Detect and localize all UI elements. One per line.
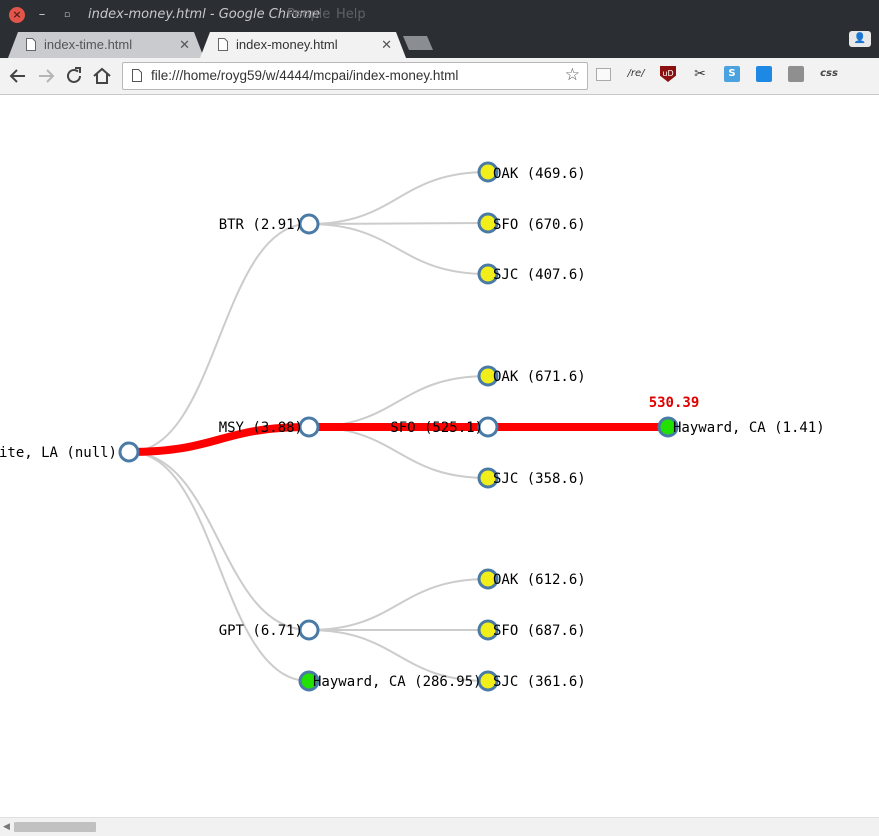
- s-ext-icon[interactable]: S: [724, 66, 740, 82]
- menu-help[interactable]: Help: [336, 7, 366, 22]
- node-gpt-oak[interactable]: [477, 568, 499, 590]
- label-gpt-oak: OAK (612.6): [493, 572, 586, 588]
- link-btr-sjc: [308, 223, 489, 275]
- label-msy-oak: OAK (671.6): [493, 369, 586, 385]
- label-btr-sfo: SFO (670.6): [493, 217, 586, 233]
- title-bar: × – ▫ index-money.html - Google Chrome P…: [0, 0, 879, 30]
- close-window-icon[interactable]: ×: [9, 7, 25, 23]
- menu-people[interactable]: People: [287, 7, 331, 22]
- bookmark-star-icon[interactable]: ☆: [564, 65, 580, 85]
- minimize-window-icon[interactable]: –: [38, 7, 46, 22]
- reader-mode-icon[interactable]: [596, 68, 611, 81]
- node-msy[interactable]: [298, 416, 320, 438]
- tree-labels: ite, LA (null) BTR (2.91) MSY (3.88) GPT…: [0, 166, 825, 690]
- page-content: ite, LA (null) BTR (2.91) MSY (3.88) GPT…: [0, 95, 879, 817]
- window-ext-icon[interactable]: [756, 66, 772, 82]
- tree-links: [128, 171, 489, 682]
- label-root: ite, LA (null): [0, 445, 117, 461]
- node-gpt-sjc[interactable]: [477, 670, 499, 692]
- browser-toolbar: file:///home/royg59/w/4444/mcpai/index-m…: [0, 58, 879, 95]
- node-msy-oak[interactable]: [477, 365, 499, 387]
- css-ext-icon[interactable]: css: [820, 68, 838, 79]
- ublock-icon[interactable]: uD: [660, 66, 676, 82]
- document-icon: [218, 38, 228, 51]
- node-msy-sjc[interactable]: [477, 467, 499, 489]
- label-gpt: GPT (6.71): [219, 623, 303, 639]
- maximize-window-icon[interactable]: ▫: [63, 10, 71, 20]
- reload-icon[interactable]: [62, 64, 86, 88]
- label-btr: BTR (2.91): [219, 217, 303, 233]
- horizontal-scrollbar[interactable]: ◀: [0, 817, 879, 836]
- url-text[interactable]: file:///home/royg59/w/4444/mcpai/index-m…: [151, 68, 459, 83]
- home-icon[interactable]: [90, 64, 114, 88]
- label-btr-oak: OAK (469.6): [493, 166, 586, 182]
- tab-strip: index-time.html ✕ index-money.html ✕ 👤: [0, 30, 879, 58]
- node-hayward-direct[interactable]: [298, 670, 320, 692]
- tab-close-icon[interactable]: ✕: [179, 37, 190, 52]
- window-title: index-money.html - Google Chrome: [88, 7, 320, 22]
- label-msy-sfo-hayward: Hayward, CA (1.41): [673, 420, 825, 436]
- label-gpt-sjc: SJC (361.6): [493, 674, 586, 690]
- node-root[interactable]: [118, 441, 140, 463]
- regex-ext-icon[interactable]: /re/: [627, 68, 645, 79]
- node-btr[interactable]: [298, 213, 320, 235]
- forward-icon[interactable]: [34, 64, 58, 88]
- label-msy-sjc: SJC (358.6): [493, 471, 586, 487]
- new-tab-button[interactable]: [403, 36, 433, 50]
- address-bar[interactable]: file:///home/royg59/w/4444/mcpai/index-m…: [122, 62, 588, 90]
- tools-ext-icon[interactable]: ✂: [694, 66, 706, 82]
- tab-index-time[interactable]: index-time.html ✕: [8, 32, 204, 58]
- tab-label: index-time.html: [44, 37, 133, 52]
- link-root-gpt: [128, 451, 310, 631]
- node-btr-oak[interactable]: [477, 161, 499, 183]
- highlighted-path: [128, 422, 668, 456]
- best-cost-label: 530.39: [649, 395, 700, 411]
- link-btr-sfo: [308, 222, 489, 225]
- route-tree: ite, LA (null) BTR (2.91) MSY (3.88) GPT…: [0, 161, 825, 692]
- node-gpt-sfo[interactable]: [477, 619, 499, 641]
- label-msy: MSY (3.88): [219, 420, 303, 436]
- back-icon[interactable]: [6, 64, 30, 88]
- label-hayward-direct: Hayward, CA (286.95): [313, 674, 482, 690]
- tab-index-money[interactable]: index-money.html ✕: [200, 32, 406, 58]
- node-msy-sfo[interactable]: [477, 416, 499, 438]
- gray-ext-icon[interactable]: [788, 66, 804, 82]
- profile-icon[interactable]: 👤: [849, 31, 871, 47]
- node-gpt[interactable]: [298, 619, 320, 641]
- node-msy-sfo-hayward[interactable]: [657, 416, 679, 438]
- highlight-root-msy: [128, 423, 310, 456]
- link-btr-oak: [308, 171, 489, 225]
- tab-close-icon[interactable]: ✕: [381, 37, 392, 52]
- label-msy-sfo: SFO (525.1): [390, 420, 483, 436]
- link-root-btr: [128, 223, 310, 453]
- node-btr-sjc[interactable]: [477, 263, 499, 285]
- link-gpt-oak: [308, 578, 489, 631]
- link-gpt-sjc: [308, 629, 489, 682]
- link-root-hayward: [128, 451, 310, 682]
- label-btr-sjc: SJC (407.6): [493, 267, 586, 283]
- label-gpt-sfo: SFO (687.6): [493, 623, 586, 639]
- tree-nodes: [118, 161, 679, 692]
- scroll-left-arrow-icon[interactable]: ◀: [3, 822, 10, 832]
- scrollbar-thumb[interactable]: [14, 822, 96, 832]
- tab-label: index-money.html: [236, 37, 338, 52]
- node-btr-sfo[interactable]: [477, 212, 499, 234]
- page-icon: [132, 69, 142, 82]
- document-icon: [26, 38, 36, 51]
